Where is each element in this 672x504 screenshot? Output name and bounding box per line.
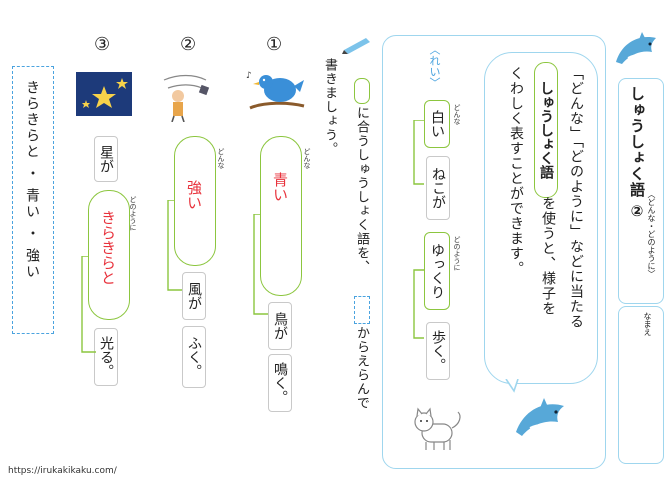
example-word-4: 歩く。 <box>426 322 450 380</box>
explanation-bubble <box>484 52 598 384</box>
question-2-ruby: どんな <box>217 148 225 169</box>
stars-icon <box>76 72 132 116</box>
example-word-3: ゆっくり <box>424 232 450 310</box>
question-2-answer: 強い <box>185 180 203 210</box>
instruction-choice-box-sample <box>354 296 370 324</box>
instruction-line-1a: に合うしゅうしょく語を、 <box>354 106 369 274</box>
question-3-ruby: どのように <box>129 196 137 231</box>
choice-list: きらきらと・青い・強い <box>22 80 42 280</box>
explanation-line-2: を使うと、様子を <box>540 196 556 316</box>
question-3-answer-box[interactable] <box>88 190 130 320</box>
dolphin-icon-small <box>516 398 564 436</box>
question-1-verb: 鳴く。 <box>268 354 292 412</box>
pencil-icon <box>342 38 370 54</box>
highlight-word: しゅうしょく語 <box>534 62 558 198</box>
question-2-connector <box>167 200 182 291</box>
question-2-number: ② <box>180 34 197 55</box>
question-2-verb: ふく。 <box>182 326 206 388</box>
bubble-tail <box>505 379 519 393</box>
choice-b: 青い <box>24 188 40 220</box>
example-word-2: ねこが <box>426 156 450 220</box>
choice-separator-1: ・ <box>24 166 40 182</box>
question-2-subject: 風が <box>182 272 206 320</box>
example-ruby-3: どのように <box>453 236 461 271</box>
instruction-line-1b: からえらんで <box>354 326 369 410</box>
question-1-connector <box>253 214 268 315</box>
question-1-subject: 鳥が <box>268 302 292 350</box>
question-1-number: ① <box>266 34 283 55</box>
question-1-ruby: どんな <box>303 148 311 169</box>
example-label: 〈れい〉 <box>428 44 441 88</box>
explanation-frame <box>382 35 606 469</box>
question-3-subject: 星が <box>94 136 118 182</box>
choice-separator-2: ・ <box>24 226 40 242</box>
svg-text:♪: ♪ <box>246 71 252 81</box>
worksheet-title: しゅうしょく語 ② <box>627 86 648 221</box>
example-ruby-1: どんな <box>453 104 461 125</box>
wind-icon <box>163 74 210 122</box>
name-label: なまえ <box>643 312 652 336</box>
question-1-answer-box[interactable] <box>260 136 302 296</box>
choice-box <box>12 66 54 334</box>
choice-c: 強い <box>24 248 40 280</box>
question-3-answer: きらきらと <box>99 210 117 285</box>
question-2-answer-box[interactable] <box>174 136 216 266</box>
choice-a: きらきらと <box>24 80 40 160</box>
question-3-number: ③ <box>94 34 111 55</box>
question-1-answer: 青い <box>271 172 289 202</box>
instruction-answer-box-sample <box>354 78 370 104</box>
title-main: しゅうしょく語 <box>628 86 646 198</box>
example-connectors <box>413 120 424 339</box>
explanation-line-3: くわしく表すことができます。 <box>508 66 524 276</box>
question-3-verb: 光る。 <box>94 328 118 386</box>
name-box[interactable] <box>618 306 664 464</box>
explanation-line-1: 「どんな」「どのように」などに当たる <box>568 66 584 329</box>
title-box <box>618 78 664 304</box>
example-word-1: 白い <box>424 100 450 148</box>
title-subtitle: 〈どんな・どのように〉 <box>647 190 656 278</box>
footer-url[interactable]: https://irukakikaku.com/ <box>8 466 117 476</box>
dolphin-icon <box>616 32 656 64</box>
bird-icon: ♪ <box>246 71 305 110</box>
title-number: ② <box>628 202 646 221</box>
question-3-connector <box>81 256 96 353</box>
cat-icon <box>414 407 461 450</box>
instruction-line-2: 書きましょう。 <box>322 58 337 156</box>
